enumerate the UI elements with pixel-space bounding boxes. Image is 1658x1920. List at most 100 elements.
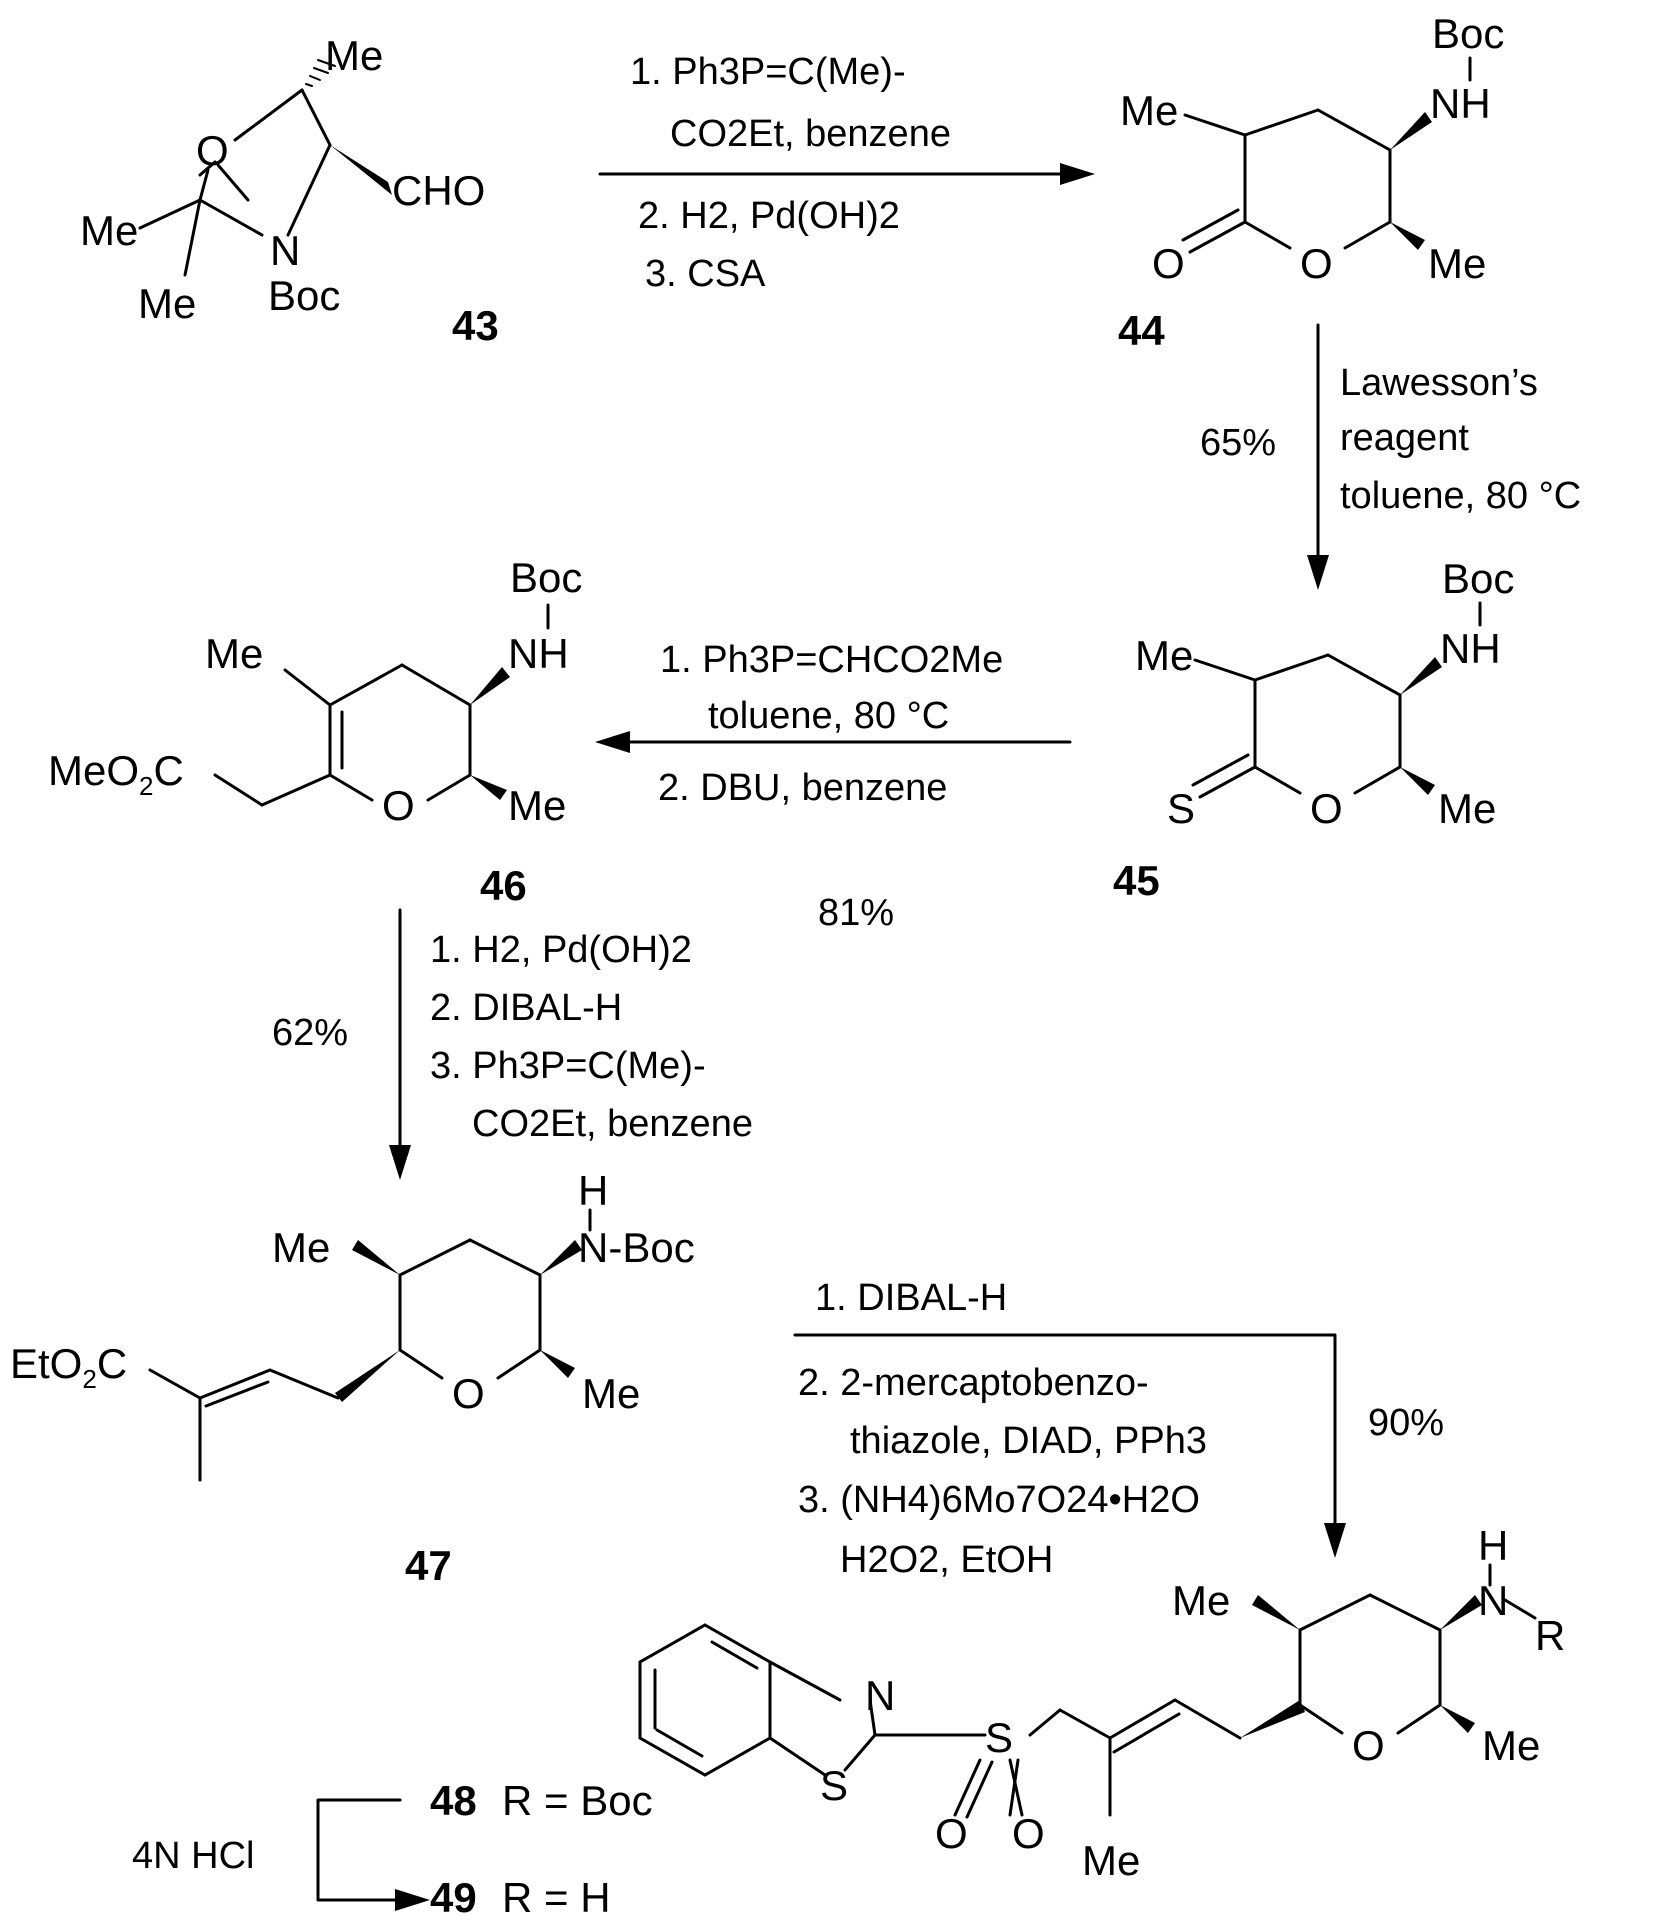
atom-label: O (1310, 785, 1343, 832)
atom-label: S (985, 1714, 1013, 1761)
atom-label: H (1478, 1522, 1508, 1569)
condition-line: 2. H2, Pd(OH)2 (638, 195, 900, 237)
atom-label: Me (325, 32, 383, 79)
atom-label: CHO (392, 167, 485, 214)
atom-label: Boc (510, 554, 582, 601)
yield-label: 65% (1200, 422, 1276, 464)
atom-label: O (382, 782, 415, 829)
atom-label: Me (205, 630, 263, 677)
atom-label: Me (272, 1224, 330, 1271)
atom-label: Me (1135, 632, 1193, 679)
atom-label: Boc (1442, 555, 1514, 602)
deprotection-legend: 4N HCl 48 R = Boc 49 R = H (132, 1777, 653, 1920)
compound-number: 44 (1118, 307, 1165, 354)
atom-label: Me (80, 207, 138, 254)
atom-label: EtO2C (10, 1340, 127, 1394)
atom-text: C (153, 747, 183, 794)
compound-number: 45 (1113, 857, 1160, 904)
atom-label: Boc (1432, 10, 1504, 57)
conditions-5: 1. DIBAL-H 2. 2-mercaptobenzo- thiazole,… (798, 1277, 1444, 1581)
r-group-label: R = Boc (502, 1777, 653, 1824)
yield-label: 62% (272, 1012, 348, 1054)
atom-label: N (865, 1672, 895, 1719)
condition-line: 1. DIBAL-H (815, 1277, 1007, 1319)
compound-46: Boc NH Me MeO2C O Me 46 (48, 554, 582, 909)
conditions-2: Lawesson’s reagent toluene, 80 °C 65% (1200, 362, 1581, 517)
hash-bond (305, 59, 336, 87)
atom-label: Boc (268, 272, 340, 319)
reaction-arrow-4 (389, 908, 411, 1180)
subscript: 2 (82, 1364, 96, 1394)
atom-text: EtO (10, 1340, 82, 1387)
condition-line: toluene, 80 °C (1340, 475, 1581, 517)
compound-45: Boc NH Me S O Me 45 (1113, 555, 1514, 904)
atom-label: O (196, 127, 229, 174)
atom-label: H (578, 1167, 608, 1214)
atom-label: Me (1428, 240, 1486, 287)
atom-label: O (452, 1370, 485, 1417)
atom-label: R (1535, 1612, 1565, 1659)
compound-number: 48 (430, 1777, 477, 1824)
compound-number: 43 (452, 302, 499, 349)
compound-47: H N-Boc Me EtO2C O Me 47 (10, 1167, 695, 1589)
reagent-label: 4N HCl (132, 1835, 254, 1877)
condition-line: reagent (1340, 417, 1469, 459)
atom-label: Me (138, 280, 196, 327)
reaction-arrow-2 (1307, 323, 1329, 590)
condition-line: 2. DBU, benzene (658, 767, 947, 809)
compound-44: Boc NH Me O O Me 44 (1118, 10, 1504, 354)
condition-line: 1. H2, Pd(OH)2 (430, 929, 692, 971)
atom-label: Me (1120, 87, 1178, 134)
subscript: 2 (139, 771, 153, 801)
atom-text: MeO (48, 747, 139, 794)
condition-line: CO2Et, benzene (670, 113, 951, 155)
atom-label: O (1152, 240, 1185, 287)
atom-label: O (1300, 240, 1333, 287)
conditions-3: 1. Ph3P=CHCO2Me toluene, 80 °C 2. DBU, b… (658, 639, 1003, 934)
atom-label: N-Boc (578, 1224, 695, 1271)
condition-line: 2. DIBAL-H (430, 987, 622, 1029)
atom-label: N (270, 227, 300, 274)
atom-label: Me (1082, 1837, 1140, 1884)
compound-48-49: H N R Me O Me N S S O O Me (638, 1522, 1565, 1884)
atom-text: C (97, 1340, 127, 1387)
condition-line: CO2Et, benzene (472, 1103, 753, 1145)
compound-43: Me O CHO Me N Me Boc 43 (80, 32, 499, 349)
yield-label: 90% (1368, 1402, 1444, 1444)
atom-label: NH (1430, 80, 1491, 127)
condition-line: 2. 2-mercaptobenzo- (798, 1362, 1149, 1404)
atom-label: Me (1172, 1577, 1230, 1624)
yield-label: 81% (818, 892, 894, 934)
condition-line: 1. Ph3P=CHCO2Me (660, 639, 1003, 681)
condition-line: thiazole, DIAD, PPh3 (850, 1420, 1207, 1462)
atom-label: O (935, 1810, 968, 1857)
reaction-arrow-1 (598, 163, 1095, 185)
compound-number: 49 (430, 1874, 477, 1920)
condition-line: H2O2, EtOH (840, 1539, 1053, 1581)
atom-label: O (1352, 1722, 1385, 1769)
condition-line: 3. Ph3P=C(Me)- (430, 1045, 706, 1087)
condition-line: 1. Ph3P=C(Me)- (630, 51, 906, 93)
condition-line: Lawesson’s (1340, 362, 1538, 404)
compound-number: 47 (405, 1542, 452, 1589)
atom-label: Me (1482, 1722, 1540, 1769)
compound-number: 46 (480, 862, 527, 909)
atom-label: S (1167, 785, 1195, 832)
atom-label: Me (508, 782, 566, 829)
r-group-label: R = H (502, 1874, 611, 1920)
atom-label: S (820, 1762, 848, 1809)
atom-label: Me (1438, 785, 1496, 832)
condition-line: 3. (NH4)6Mo7O24•H2O (798, 1479, 1200, 1521)
conditions-1: 1. Ph3P=C(Me)- CO2Et, benzene 2. H2, Pd(… (630, 51, 951, 295)
atom-label: MeO2C (48, 747, 184, 801)
condition-line: toluene, 80 °C (708, 695, 949, 737)
atom-label: N (1478, 1577, 1508, 1624)
reaction-arrow-5 (793, 1333, 1346, 1558)
condition-line: 3. CSA (645, 253, 766, 295)
conditions-4: 1. H2, Pd(OH)2 2. DIBAL-H 3. Ph3P=C(Me)-… (272, 929, 753, 1145)
atom-label: O (1012, 1810, 1045, 1857)
atom-label: Me (582, 1370, 640, 1417)
reaction-arrow-3 (595, 731, 1072, 753)
atom-label: NH (1440, 625, 1501, 672)
